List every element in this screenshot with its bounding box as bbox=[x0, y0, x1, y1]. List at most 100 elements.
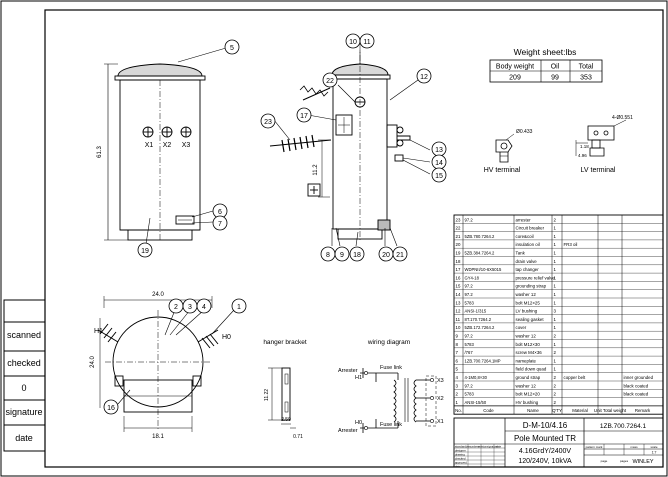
bom-cell-name: insulation oil bbox=[516, 242, 540, 247]
bom-cell-no: 2 bbox=[456, 392, 459, 397]
bom-cell-code: 97.2 bbox=[465, 334, 474, 339]
bom-cell-no: 12 bbox=[456, 309, 461, 314]
top-h1-label: H1 bbox=[94, 328, 103, 335]
tb-left-3: checked bbox=[455, 456, 466, 460]
title-pattern: pattern mark bbox=[586, 445, 603, 449]
title-model: D-M-10/4.16 bbox=[523, 421, 568, 430]
bom-cell-qty: 2 bbox=[554, 375, 557, 380]
bom-cell-code: 5783 bbox=[465, 342, 475, 347]
front-view bbox=[104, 47, 227, 245]
bom-cell-qty: 2 bbox=[554, 383, 557, 388]
bom-header-name: Name bbox=[527, 408, 539, 413]
balloon-13: 13 bbox=[435, 147, 443, 154]
bom-cell-qty: 2 bbox=[554, 217, 557, 222]
balloon-11: 11 bbox=[363, 39, 370, 46]
bom-cell-qty: 2 bbox=[554, 350, 557, 355]
title-block-small-cells: standardizedesignerdrawingcheckedapprove… bbox=[455, 444, 629, 468]
bom-cell-name: Tank bbox=[516, 251, 526, 256]
weight-sheet-title: Weight sheet:lbs bbox=[514, 47, 577, 57]
balloon-23: 23 bbox=[264, 119, 272, 126]
bom-cell-qty: 1 bbox=[554, 226, 557, 231]
title-voltage1: 4.16GrdY/2400V bbox=[519, 448, 571, 455]
bom-cell-code: 8T.170.7264.2 bbox=[465, 317, 492, 322]
balloon-15: 15 bbox=[435, 173, 443, 180]
bom-cell-name: core&coil bbox=[516, 234, 534, 239]
bom-cell-rem: black coated bbox=[624, 392, 649, 397]
balloon-20: 20 bbox=[382, 252, 390, 259]
lv-terminal-label: LV terminal bbox=[581, 167, 616, 174]
hv-terminal-detail bbox=[495, 133, 515, 163]
bom-cell-name: LV bushing bbox=[516, 309, 538, 314]
wiring-x1: X1 bbox=[437, 419, 444, 425]
balloon-22: 22 bbox=[326, 78, 334, 85]
tb-col-0: numbers bbox=[469, 444, 480, 448]
balloon-5: 5 bbox=[230, 45, 234, 52]
front-terminal-x1: X1 bbox=[145, 142, 154, 149]
bom-cell-no: 9 bbox=[456, 334, 459, 339]
wiring-terminals bbox=[364, 371, 434, 430]
bom-cell-name: bolt M12×30 bbox=[516, 342, 541, 347]
stamp-checked: checked bbox=[7, 358, 41, 368]
top-h0-label: H0 bbox=[222, 334, 231, 341]
balloon-2: 2 bbox=[174, 304, 178, 311]
bom-cell-qty: 1 bbox=[554, 251, 557, 256]
front-balloons bbox=[137, 39, 240, 258]
bom-cell-code: 5783 bbox=[465, 392, 475, 397]
bom-cell-no: 16 bbox=[456, 275, 461, 280]
title-product: Pole Mounted TR bbox=[514, 434, 576, 443]
balloon-17: 17 bbox=[300, 113, 308, 120]
wiring-arrester-bottom: Arrester bbox=[338, 428, 358, 434]
bom-cell-name: HV bushing bbox=[516, 400, 539, 405]
bom-cell-name: bolt M12×25 bbox=[516, 300, 541, 305]
balloon-8: 8 bbox=[326, 252, 330, 259]
bom-cell-name: nameplate bbox=[516, 358, 537, 363]
bom-cell-rem: black coated bbox=[624, 383, 649, 388]
wiring-x2: X2 bbox=[437, 396, 444, 402]
hv-terminal-label: HV terminal bbox=[484, 167, 521, 174]
balloon-12: 12 bbox=[420, 74, 428, 81]
bom-cell-qty: 1 bbox=[554, 358, 557, 363]
weight-value-oil: 99 bbox=[551, 75, 559, 82]
balloon-4: 4 bbox=[202, 304, 206, 311]
tb-left-1: designer bbox=[455, 448, 466, 452]
bom-cell-code: WDPNII/10-6X5015 bbox=[465, 267, 502, 272]
bom-cell-qty: 1 bbox=[554, 234, 557, 239]
bom-cell-name: drain valve bbox=[516, 259, 538, 264]
bom-cell-qty: 1 bbox=[554, 300, 557, 305]
top-bottom-dim: 18.1 bbox=[152, 434, 164, 440]
bom-cell-no: 13 bbox=[456, 300, 461, 305]
front-terminal-x2: X2 bbox=[163, 142, 172, 149]
bom-cell-no: 10 bbox=[456, 325, 461, 330]
bom-cell-no: 23 bbox=[456, 217, 461, 222]
wiring-diagram-drawing bbox=[360, 368, 437, 433]
weight-header-body: Body weight bbox=[496, 64, 534, 71]
bom-cell-qty: 1 bbox=[554, 242, 557, 247]
lv-terminal-dim3: 4.96 bbox=[578, 153, 587, 158]
lv-terminal-detail bbox=[575, 119, 627, 157]
hanger-dim2: 2.59 bbox=[281, 417, 291, 423]
bom-cell-name: sealing gasket bbox=[516, 317, 545, 322]
balloon-18: 18 bbox=[353, 252, 361, 259]
tb-left-5: date bbox=[455, 464, 461, 468]
bom-cell-qty: 1 bbox=[554, 284, 557, 289]
bom-cell-code: GY4-18 bbox=[465, 275, 480, 280]
balloon-6: 6 bbox=[218, 209, 222, 216]
bom-header-code: Code bbox=[483, 408, 494, 413]
bom-cell-code: 5ZB.172.7264.2 bbox=[465, 325, 495, 330]
bom-cell-no: 7 bbox=[456, 350, 459, 355]
title-scale-value: 1:7 bbox=[652, 451, 657, 455]
bom-cell-name: cover bbox=[516, 325, 527, 330]
wiring-h1: H1 bbox=[355, 375, 362, 381]
balloon-1: 1 bbox=[237, 304, 241, 311]
wiring-x3: X3 bbox=[437, 378, 444, 384]
bom-cell-code: 5ZB.780.7264.2 bbox=[465, 234, 495, 239]
bom-header-mat: Material bbox=[572, 408, 588, 413]
bom-cell-name: arrester bbox=[516, 217, 532, 222]
bom-cell-no: 15 bbox=[456, 284, 461, 289]
side-dim: 11.2 bbox=[313, 164, 319, 176]
lv-terminal-dim: 4-Ø0.551 bbox=[612, 115, 633, 121]
bom-cell-code: 97.2 bbox=[465, 217, 474, 222]
bom-cell-qty: 3 bbox=[554, 309, 557, 314]
balloon-21: 21 bbox=[396, 252, 404, 259]
